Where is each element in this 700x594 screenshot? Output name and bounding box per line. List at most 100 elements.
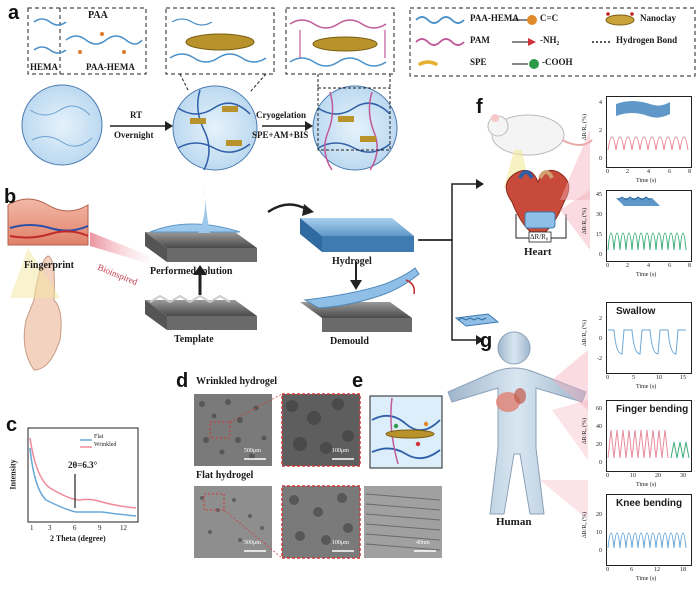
signal-plot-rat-2 (606, 190, 692, 262)
legend-nanoclay: Nanoclay (640, 13, 676, 23)
knee-ytick-2: 0 (599, 548, 602, 554)
signal-plot-knee (606, 494, 692, 566)
rat2-xlabel: Time (s) (636, 272, 657, 278)
rat2-ytick-3: 0 (599, 252, 602, 258)
panel-a-detail-boxes (27, 7, 696, 77)
finger-ytick-3: 0 (599, 460, 602, 466)
rat1-xtick-0: 0 (606, 169, 609, 175)
rat1-xtick-2: 4 (647, 169, 650, 175)
signal-plot-rat-1 (606, 96, 692, 168)
swallow-xtick-3: 15 (680, 375, 686, 381)
finger-ytick-0: 60 (596, 406, 602, 412)
rat2-ytick-1: 30 (596, 212, 602, 218)
knee-ytick-1: 10 (596, 530, 602, 536)
xrd-tick-12: 12 (120, 524, 127, 532)
legend-pam: PAM (470, 35, 490, 45)
process-arrows (110, 121, 313, 131)
rat2-xtick-2: 4 (647, 263, 650, 269)
sem-title-flat: Flat hydrogel (196, 470, 254, 481)
panel-label-c: c (6, 414, 18, 436)
xrd-tick-9: 9 (98, 524, 102, 532)
label-performed-solution: Performed solution (150, 266, 233, 277)
panel-f-graphics (487, 114, 593, 250)
label-demould: Demould (330, 336, 369, 347)
knee-xtick-1: 6 (630, 567, 633, 573)
legend-glyphs (415, 12, 635, 69)
rat1-ylabel: ΔR/R₀ (%) (582, 113, 589, 141)
finger-xtick-3: 30 (680, 473, 686, 479)
xrd-legend-wrinkled: Wrinkled (94, 442, 117, 448)
legend-spe: SPE (470, 57, 487, 67)
panel-label-d: d (176, 370, 189, 392)
arrow-label-overnight: Overnight (114, 130, 154, 140)
label-hydrogel: Hydrogel (332, 256, 372, 267)
label-heart: Heart (524, 246, 552, 258)
finger-ytick-1: 40 (596, 424, 602, 430)
knee-ytick-0: 20 (596, 512, 602, 518)
label-template: Template (174, 334, 214, 345)
heart-delta-label: ΔR/R₀ (530, 233, 549, 241)
swallow-ytick-0: 2 (599, 316, 602, 322)
sem-scale-1: 500μm (244, 448, 261, 454)
finger-ytick-2: 20 (596, 442, 602, 448)
finger-xtick-1: 10 (630, 473, 636, 479)
xrd-annotation: 2θ=6.3° (68, 460, 98, 470)
label-fingerprint: Fingerprint (24, 260, 74, 271)
panel-e-schematic (369, 395, 443, 469)
finger-ylabel: ΔR/R₀ (%) (582, 417, 589, 445)
swallow-ylabel: ΔR/R₀ (%) (582, 319, 589, 347)
label-hema: HEMA (30, 62, 58, 72)
legend-cc: C=C (540, 13, 559, 23)
xrd-tick-1: 1 (30, 524, 34, 532)
swallow-xtick-0: 0 (606, 375, 609, 381)
swallow-ytick-2: -2 (597, 356, 602, 362)
plot-title-knee: Knee bending (616, 498, 683, 509)
rat1-ytick-0: 4 (599, 100, 602, 106)
rat2-xtick-3: 6 (668, 263, 671, 269)
swallow-ytick-1: 0 (599, 336, 602, 342)
panel-label-a: a (8, 2, 20, 24)
xrd-legend-flat: Flat (94, 434, 104, 440)
arrow-label-spe-am-bis: SPE+AM+BIS (252, 130, 309, 140)
sem-scale-2: 100μm (332, 448, 349, 454)
rat1-xtick-4: 8 (688, 169, 691, 175)
arrow-label-rt: RT (130, 110, 143, 120)
legend-hydrogen-bond: Hydrogen Bond (616, 35, 678, 45)
network-circles (21, 73, 398, 171)
knee-xlabel: Time (s) (636, 576, 657, 582)
legend-cooh: -COOH (542, 57, 573, 67)
knee-ylabel: ΔR/R₀ (%) (582, 511, 589, 539)
sem-title-wrinkled: Wrinkled hydrogel (196, 376, 278, 387)
rat1-xtick-1: 2 (626, 169, 629, 175)
xrd-tick-3: 3 (48, 524, 52, 532)
rat2-xtick-1: 2 (626, 263, 629, 269)
panel-c-xrd-plot (27, 427, 139, 523)
panel-b-graphics (7, 179, 484, 371)
xrd-tick-6: 6 (73, 524, 77, 532)
rat1-ytick-1: 2 (599, 128, 602, 134)
rat2-xtick-0: 0 (606, 263, 609, 269)
label-human: Human (496, 516, 532, 528)
sem-scale-4: 100μm (332, 540, 349, 546)
panel-label-b: b (4, 186, 17, 208)
legend-paa-hema: PAA-HEMA (470, 13, 519, 23)
rat2-ytick-0: 45 (596, 192, 602, 198)
finger-xtick-2: 20 (655, 473, 661, 479)
arrow-label-cryogelation: Cryogelation (256, 110, 306, 120)
panel-label-e: e (352, 370, 364, 392)
panel-d-sem-images (194, 393, 442, 559)
knee-xtick-3: 18 (680, 567, 686, 573)
swallow-xtick-2: 10 (656, 375, 662, 381)
panel-label-g: g (480, 330, 493, 352)
finger-xlabel: Time (s) (636, 482, 657, 488)
rat2-ylabel: ΔR/R₀ (%) (582, 207, 589, 235)
plot-title-swallow: Swallow (616, 306, 656, 317)
label-paa: PAA (88, 10, 108, 21)
xrd-ylabel: Intensity (8, 459, 18, 490)
rat2-ytick-2: 15 (596, 232, 602, 238)
panel-label-f: f (476, 96, 483, 118)
knee-xtick-0: 0 (606, 567, 609, 573)
swallow-xtick-1: 5 (632, 375, 635, 381)
panel-g-graphics (447, 313, 588, 520)
